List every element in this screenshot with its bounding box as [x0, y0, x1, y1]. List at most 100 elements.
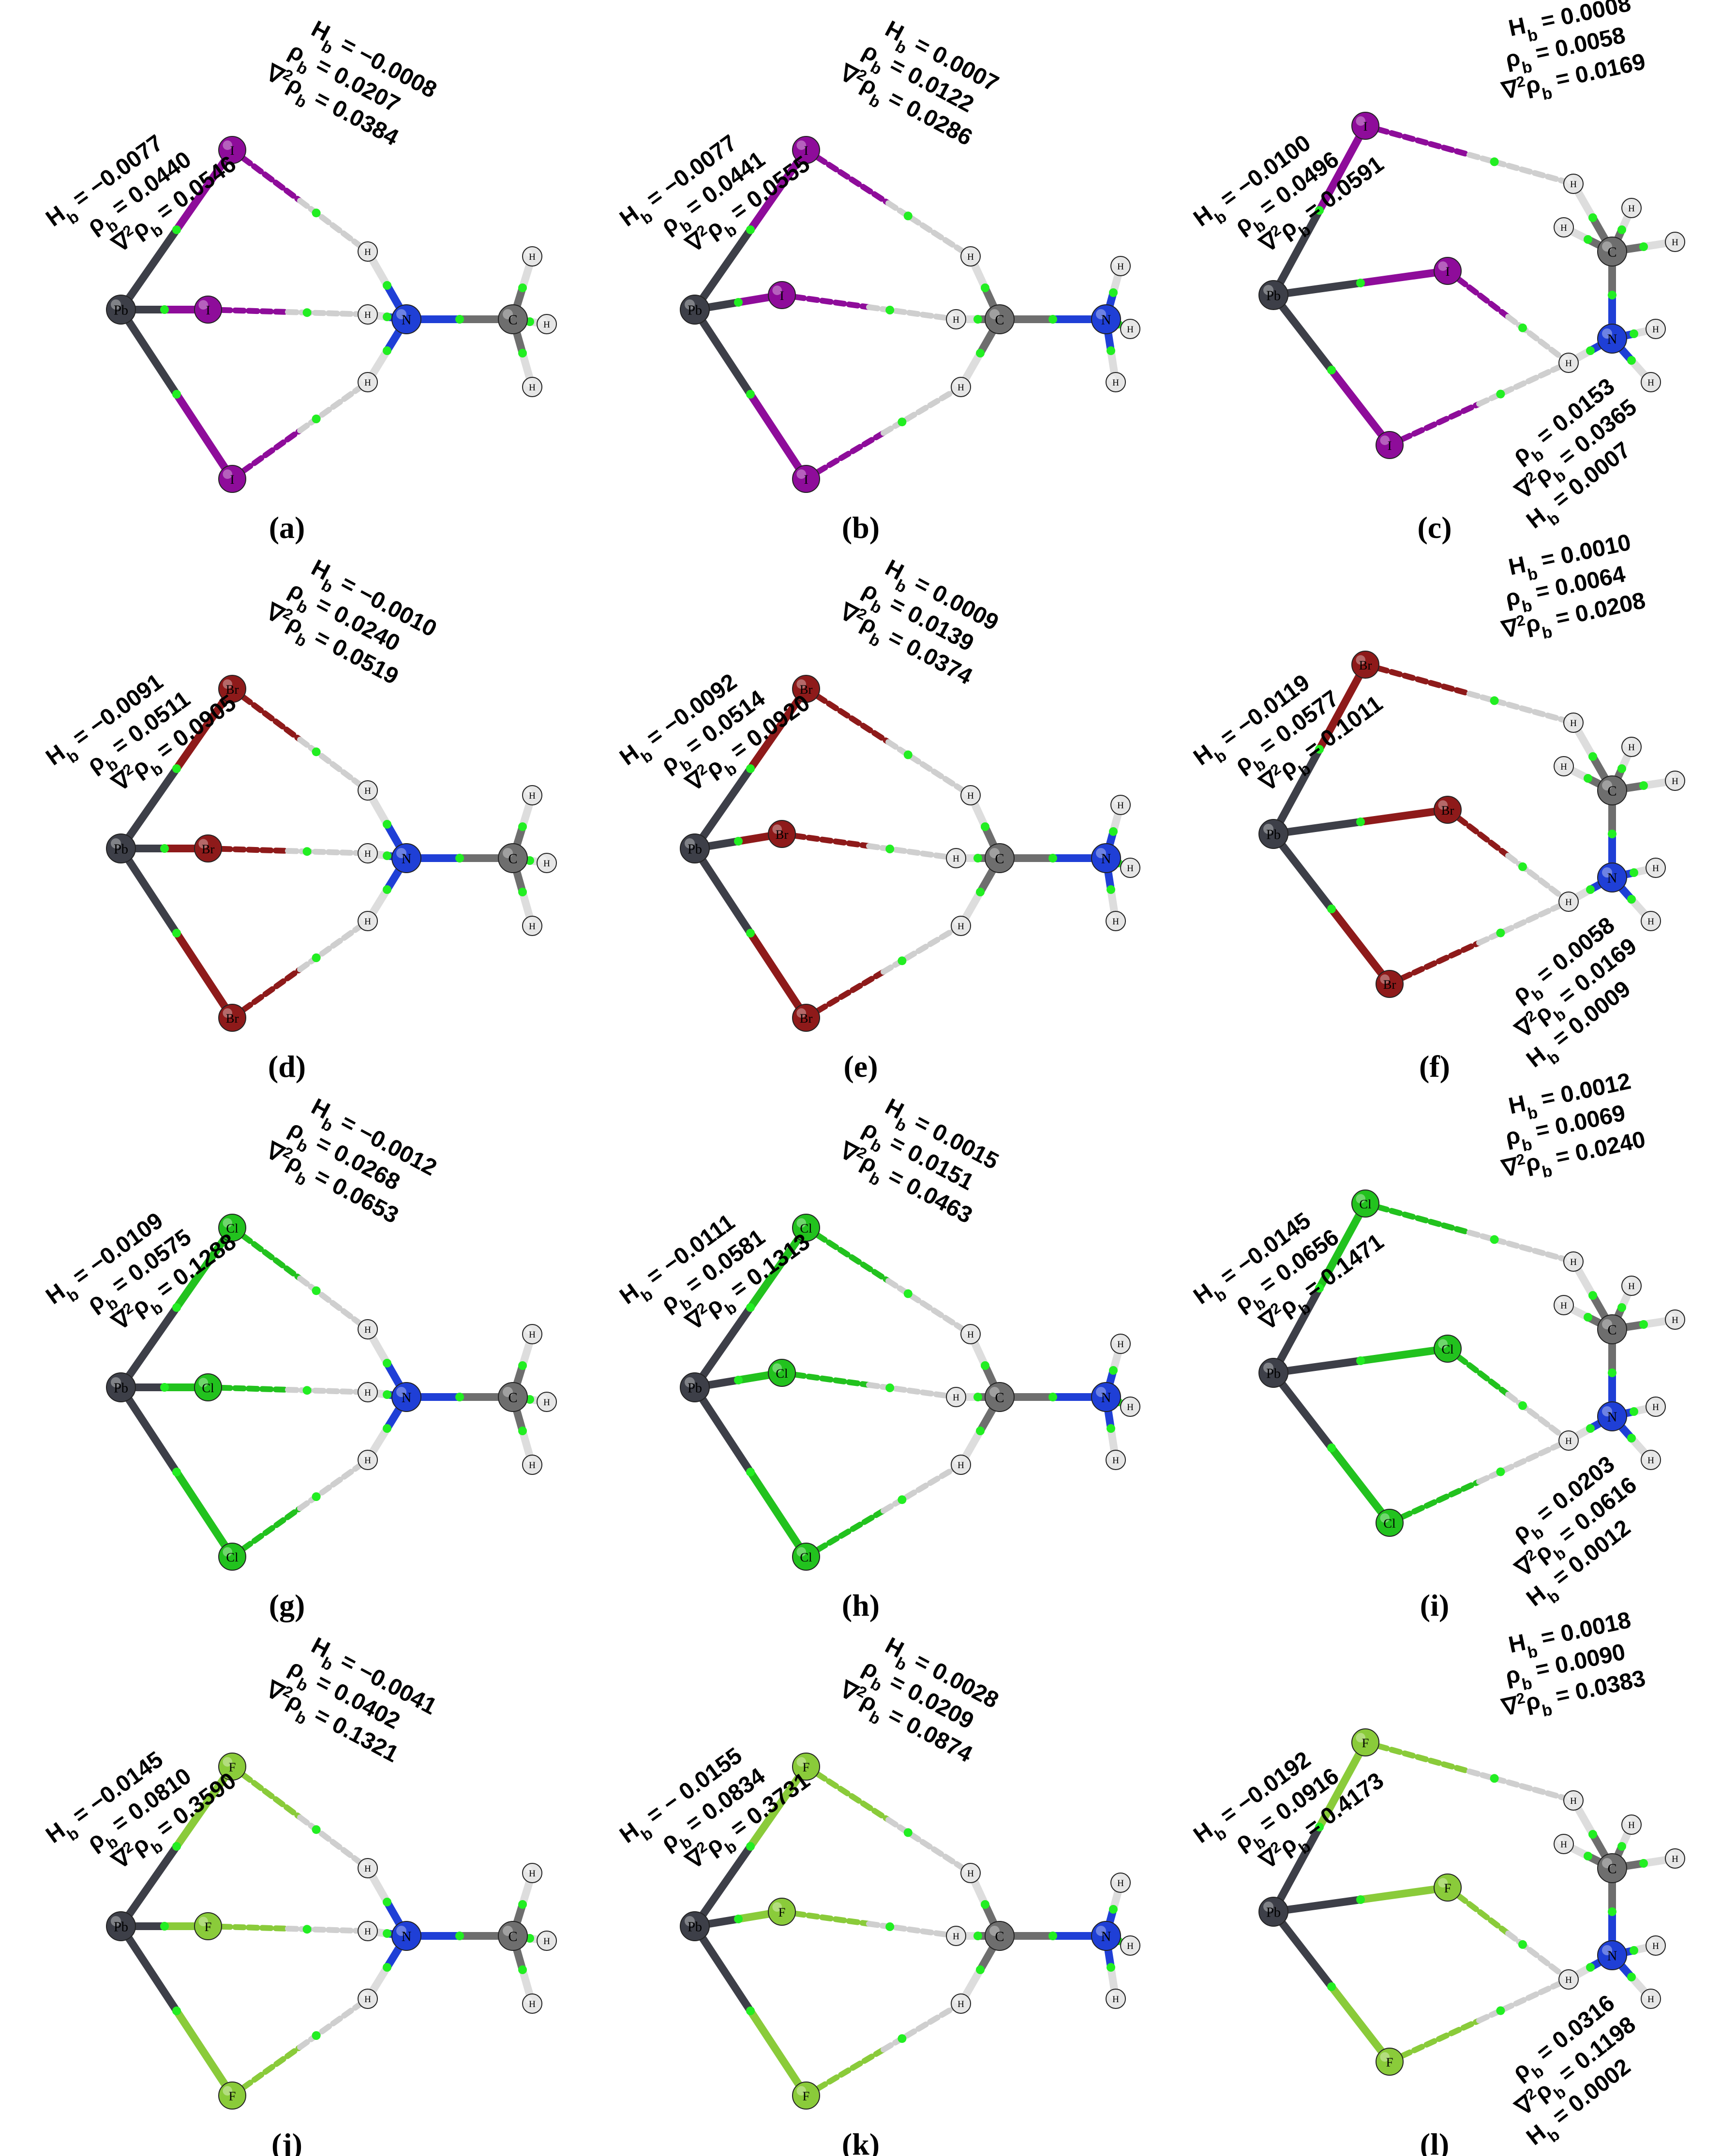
- bond-critical-point: [1518, 323, 1527, 332]
- bond-critical-point: [518, 1427, 527, 1435]
- bond-critical-point: [1608, 1368, 1616, 1377]
- h-atom: H: [1563, 174, 1584, 194]
- bond-critical-point: [1496, 2006, 1505, 2015]
- svg-text:Cl: Cl: [800, 1550, 812, 1564]
- h-atom: H: [1563, 713, 1584, 733]
- svg-text:N: N: [402, 1391, 412, 1406]
- hydrogen-bond-path: [803, 1225, 891, 1284]
- n-atom: N: [1597, 324, 1627, 354]
- svg-text:H: H: [364, 247, 371, 257]
- i-atom: I: [1434, 257, 1462, 285]
- hydrogen-bond-path: [803, 1508, 886, 1560]
- bond-critical-point: [1496, 1467, 1505, 1476]
- cl-atom: Cl: [218, 1543, 246, 1571]
- bond-critical-point: [518, 1965, 527, 1974]
- svg-text:H: H: [529, 791, 536, 801]
- hydrogen-bond-path: [285, 309, 371, 317]
- svg-text:H: H: [1672, 238, 1678, 248]
- i-atom: I: [792, 136, 820, 164]
- svg-text:H: H: [364, 849, 371, 859]
- bond-critical-point: [1109, 827, 1118, 836]
- hydrogen-bond-path: [866, 304, 959, 322]
- h-atom: H: [358, 780, 378, 801]
- hydrogen-bond-path: [881, 384, 964, 436]
- n-atom: N: [391, 843, 421, 873]
- pb-atom: Pb: [1258, 1897, 1288, 1927]
- bond-critical-point: [1327, 1982, 1336, 1991]
- svg-text:F: F: [1444, 1881, 1452, 1895]
- bond-critical-point: [898, 956, 907, 966]
- svg-text:H: H: [1672, 1315, 1678, 1325]
- svg-text:I: I: [230, 143, 235, 158]
- bond-critical-point: [1107, 1424, 1115, 1433]
- f-atom: F: [792, 1753, 820, 1781]
- bond-critical-point: [455, 1393, 464, 1401]
- bond-critical-point: [172, 2007, 181, 2015]
- svg-text:H: H: [1647, 917, 1654, 927]
- bond-critical-point: [1518, 1940, 1527, 1949]
- f-atom: F: [218, 1753, 246, 1781]
- svg-text:Pb: Pb: [688, 842, 702, 857]
- pb-f-bond: [1328, 1983, 1393, 2066]
- pb-cl-bond: [1270, 1369, 1335, 1452]
- h-atom: H: [1665, 1848, 1685, 1869]
- bond-critical-point: [1630, 1407, 1638, 1416]
- svg-text:Cl: Cl: [202, 1381, 214, 1395]
- svg-text:N: N: [402, 852, 412, 867]
- bond-critical-point: [1588, 213, 1597, 222]
- h-atom: H: [1665, 771, 1685, 791]
- br-atom: Br: [792, 675, 820, 703]
- f-atom: F: [1376, 2048, 1404, 2076]
- svg-text:H: H: [364, 1864, 371, 1874]
- bond-critical-point: [1627, 356, 1636, 365]
- n-atom: N: [391, 304, 421, 334]
- hydrogen-bond-path: [885, 1817, 973, 1876]
- svg-text:H: H: [543, 320, 550, 330]
- svg-text:H: H: [543, 859, 550, 869]
- svg-text:C: C: [508, 852, 517, 867]
- bond-critical-point: [885, 1383, 895, 1392]
- h-atom: H: [1646, 858, 1666, 878]
- panel-caption: (i): [1420, 1588, 1449, 1622]
- hydrogen-bond-path: [1467, 152, 1576, 187]
- h-atom: H: [1641, 372, 1661, 392]
- svg-text:I: I: [1363, 119, 1368, 134]
- bond-critical-point: [1327, 905, 1336, 913]
- hydrogen-bond-path: [229, 686, 303, 743]
- svg-text:H: H: [1112, 1994, 1119, 2005]
- svg-text:C: C: [995, 1391, 1004, 1406]
- c-atom: C: [1597, 237, 1627, 267]
- hydrogen-bond-path: [297, 737, 371, 793]
- svg-text:H: H: [364, 1994, 371, 2005]
- bond-critical-point: [903, 1828, 913, 1837]
- svg-text:Cl: Cl: [1359, 1197, 1371, 1211]
- svg-text:H: H: [967, 252, 974, 262]
- bond-critical-point: [885, 1922, 895, 1931]
- bond-critical-point: [1586, 346, 1595, 355]
- hydrogen-bond-path: [1505, 314, 1571, 366]
- svg-text:N: N: [402, 313, 412, 328]
- bond-critical-point: [746, 1303, 755, 1312]
- svg-text:H: H: [529, 1869, 536, 1879]
- panel-caption: (f): [1419, 1049, 1450, 1084]
- svg-text:C: C: [508, 1930, 517, 1945]
- svg-text:Pb: Pb: [1266, 828, 1281, 843]
- svg-text:Pb: Pb: [688, 1381, 702, 1396]
- br-atom: Br: [194, 834, 222, 862]
- hydrogen-bond-path: [1505, 853, 1571, 905]
- n-atom: N: [1091, 1921, 1121, 1951]
- bond-critical-point: [1518, 1401, 1527, 1410]
- pb-br-bond: [173, 685, 236, 773]
- hydrogen-bond-path: [1387, 1479, 1482, 1526]
- svg-text:H: H: [529, 922, 536, 932]
- hydrogen-bond-path: [885, 200, 973, 259]
